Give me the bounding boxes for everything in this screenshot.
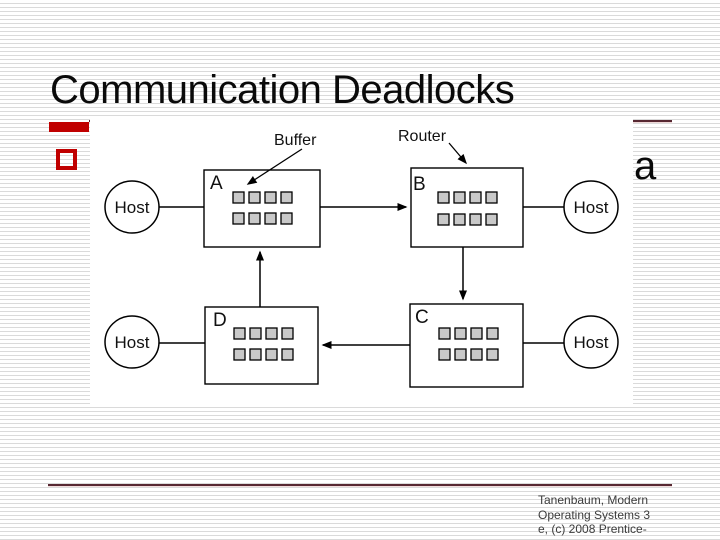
footer-credit-line3: e, (c) 2008 Prentice- <box>538 522 647 536</box>
footer-divider <box>48 484 672 487</box>
router-callout-label: Router <box>398 128 447 145</box>
host-bottom-left-label: Host <box>115 333 150 352</box>
router-c-label: C <box>415 307 429 328</box>
host-top-left-label: Host <box>115 198 150 217</box>
router-callout-arrow <box>448 142 467 165</box>
footer-credit: Tanenbaum, Modern Operating Systems 3 e,… <box>538 493 678 537</box>
deadlock-diagram: A B C D Host Host Host <box>90 116 633 405</box>
host-top-right-label: Host <box>574 198 609 217</box>
buffer-callout-label: Buffer <box>274 132 317 149</box>
router-c-box <box>409 303 524 388</box>
host-top-right: Host <box>563 180 619 234</box>
router-b-box <box>410 167 524 248</box>
host-bottom-right-label: Host <box>574 333 609 352</box>
bullet-square-icon <box>56 149 77 170</box>
footer-credit-line1: Tanenbaum, Modern <box>538 493 649 507</box>
host-top-left: Host <box>104 180 160 234</box>
router-a-box <box>203 169 321 248</box>
host-bottom-left: Host <box>104 315 160 369</box>
router-b-label: B <box>413 174 426 195</box>
host-bottom-right: Host <box>563 315 619 369</box>
deadlock-diagram-svg: A B C D Host Host Host <box>104 128 619 388</box>
router-a-label: A <box>210 173 223 194</box>
title-underline-accent-bar <box>49 122 89 132</box>
buffer-callout-arrow <box>246 148 303 185</box>
footer-credit-line2: Operating Systems 3 <box>538 507 651 522</box>
bullet-text-fragment: a <box>634 144 657 188</box>
router-d-label: D <box>213 310 227 331</box>
router-d-box <box>204 306 319 385</box>
slide-title: Communication Deadlocks <box>50 68 515 112</box>
